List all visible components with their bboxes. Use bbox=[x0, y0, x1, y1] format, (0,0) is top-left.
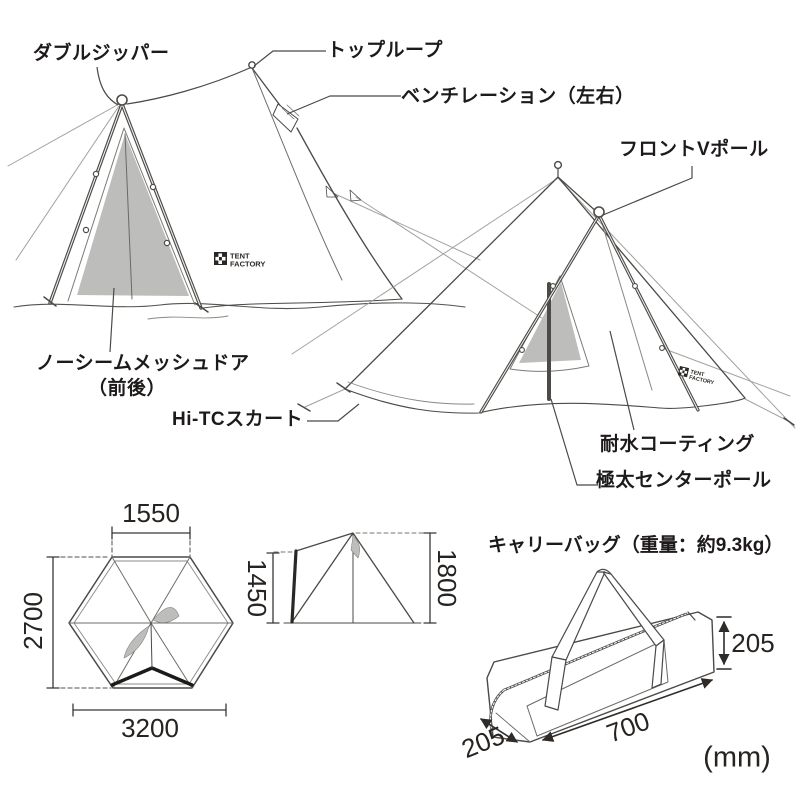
floor-plan-diagram bbox=[46, 526, 234, 717]
label-mesh-door: ノーシームメッシュドア bbox=[36, 353, 250, 374]
tie-points bbox=[325, 185, 362, 202]
bag-body bbox=[486, 611, 715, 743]
brand-logo-front: TENT FACTORY bbox=[214, 252, 265, 268]
leader-double-zipper bbox=[96, 66, 119, 106]
ground-line-left bbox=[13, 302, 466, 310]
dim-bag-height-ticks bbox=[716, 616, 732, 670]
stakes-right bbox=[297, 382, 795, 426]
pole-apex-cap bbox=[116, 94, 128, 106]
skirt-hem bbox=[344, 388, 746, 414]
mesh-door-front bbox=[77, 134, 189, 296]
brand-text-2: FACTORY bbox=[688, 375, 714, 387]
unit-label-mm: (mm) bbox=[703, 741, 771, 774]
label-front-v-pole: フロントVポール bbox=[619, 139, 769, 160]
apex-ball bbox=[553, 160, 563, 170]
leader-mesh-door bbox=[109, 287, 115, 353]
mesh-door-zipper bbox=[124, 133, 133, 300]
door-center-line bbox=[150, 622, 153, 669]
label-center-pole: 極太センターポール bbox=[596, 470, 772, 491]
skirt-band bbox=[347, 381, 475, 405]
bag-zipper-pull bbox=[687, 611, 696, 621]
top-loop-ring bbox=[248, 61, 256, 69]
door-fabric-edges bbox=[67, 127, 196, 306]
dim-bag-length-arrow bbox=[541, 678, 714, 742]
leader-center-pole bbox=[550, 398, 598, 486]
leader-water-coating bbox=[609, 330, 635, 431]
bag-dimensions bbox=[480, 616, 732, 743]
dim-label-bag-height: 205 bbox=[731, 628, 775, 658]
v-apex-cap bbox=[593, 206, 605, 218]
carry-bag-title: キャリーバッグ（重量：約9.3kg） bbox=[488, 535, 784, 556]
label-hi-tc-skirt: Hi-TCスカート bbox=[172, 409, 304, 430]
brand-text-2: FACTORY bbox=[230, 259, 265, 268]
canopy-silhouette bbox=[344, 176, 746, 399]
brand-text-1: TENT bbox=[230, 252, 250, 261]
label-ventilation: ベンチレーション（左右） bbox=[401, 86, 635, 107]
leader-hi-tc-skirt bbox=[307, 403, 360, 422]
dim-bag-depth-arrow bbox=[480, 718, 518, 743]
elevation-diagram bbox=[266, 532, 437, 624]
carry-bag-illustration bbox=[480, 568, 732, 743]
leader-ventilation bbox=[286, 95, 401, 115]
dim-3200 bbox=[72, 703, 227, 717]
leader-top-loop bbox=[253, 50, 326, 67]
front-face-seam bbox=[600, 219, 653, 391]
dim-1800 bbox=[423, 532, 437, 624]
tent-three-quarter-view-illustration: TENT FACTORY bbox=[291, 160, 796, 429]
dim-label-2700: 2700 bbox=[18, 592, 48, 650]
label-top-loop: トップループ bbox=[327, 40, 443, 61]
vent-flap bbox=[272, 103, 299, 133]
dim-2700 bbox=[46, 556, 112, 689]
brand-logo-side: TENT FACTORY bbox=[677, 366, 715, 387]
front-v-poles-right bbox=[479, 206, 700, 414]
leader-front-v-pole bbox=[602, 166, 693, 216]
ridge-line bbox=[126, 66, 253, 105]
door-chevron-bold bbox=[110, 666, 194, 687]
door-flap-plan-2 bbox=[123, 625, 150, 659]
door-flap-plan-1 bbox=[152, 607, 180, 624]
elevation-front-edge-bold bbox=[290, 549, 298, 624]
elevation-outline bbox=[291, 532, 415, 624]
label-water-coating: 耐水コーティング bbox=[600, 434, 755, 455]
brand-text-1: TENT bbox=[690, 369, 706, 378]
hexagon-spokes bbox=[68, 556, 234, 689]
dim-1550 bbox=[111, 526, 191, 557]
canopy-fold bbox=[251, 67, 343, 281]
canopy-edge bbox=[251, 67, 403, 300]
front-v-poles bbox=[48, 94, 203, 310]
elevation-apex-flap bbox=[350, 535, 360, 559]
dim-label-1450: 1450 bbox=[242, 559, 272, 617]
leader-lines bbox=[96, 50, 693, 486]
tent-front-view-illustration: TENT FACTORY bbox=[7, 61, 546, 321]
stakes-left bbox=[43, 296, 209, 313]
ground-detail-left bbox=[147, 315, 229, 320]
label-double-zipper: ダブルジッパー bbox=[33, 43, 170, 64]
dim-label-3200: 3200 bbox=[121, 713, 179, 743]
guy-ropes-left bbox=[7, 103, 546, 321]
front-ridge bbox=[557, 176, 600, 215]
dim-label-1800: 1800 bbox=[432, 549, 462, 607]
label-mesh-door-2: （前後） bbox=[88, 378, 167, 399]
dim-1450 bbox=[266, 552, 280, 624]
dim-label-1550: 1550 bbox=[122, 498, 180, 528]
